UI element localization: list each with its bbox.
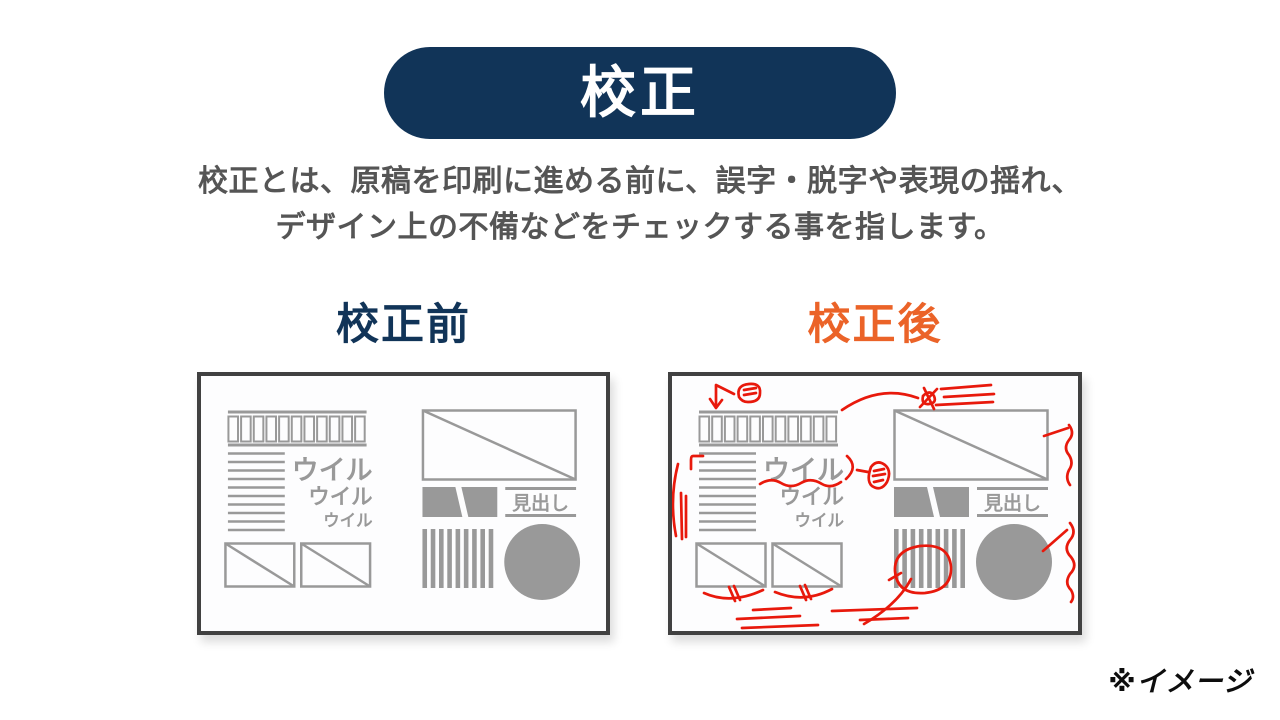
swap-hash-left — [727, 584, 742, 603]
underline-wave-mark — [758, 478, 843, 488]
description-line-2: デザイン上の不備などをチェックする事を指します。 — [275, 211, 1005, 244]
title-bar — [698, 410, 838, 447]
mock-heading-label: 見出し — [512, 491, 569, 514]
body-text-lines — [227, 452, 285, 532]
mock-body-word-medium: ウイル — [779, 485, 844, 509]
image-placeholder-large — [421, 409, 577, 481]
strike-lines-bottom-left — [735, 606, 820, 630]
filled-blocks — [894, 487, 969, 517]
before-mockup-host: ウイル ウイル ウイル 見出し — [201, 376, 606, 631]
after-panel: ウイル ウイル ウイル 見出し — [668, 372, 1082, 635]
title-text: 校正 — [580, 61, 700, 124]
after-mockup-host: ウイル ウイル ウイル 見出し — [672, 376, 1078, 631]
strike-lines-bottom-right — [830, 606, 919, 622]
title-character-boxes — [227, 415, 366, 443]
circle-placeholder — [976, 524, 1052, 600]
document-mockup: ウイル ウイル ウイル 見出し — [224, 409, 581, 600]
after-label: 校正後 — [807, 301, 943, 349]
strike-lines-top — [934, 383, 996, 407]
heading-rules — [505, 487, 577, 517]
mock-body-word-small: ウイル — [323, 512, 373, 530]
insertion-arrow-mark — [714, 383, 736, 407]
body-text-lines — [699, 452, 756, 532]
pointer-tick-upper — [1042, 426, 1070, 438]
mock-body-word-large: ウイル — [292, 455, 373, 485]
margin-squiggle-upper — [1064, 423, 1074, 487]
left-double-bar-mark — [679, 491, 688, 541]
insertion-arrowhead-mark — [708, 397, 724, 410]
circle-placeholder — [504, 524, 581, 600]
paren-note-mark — [844, 454, 855, 481]
title-badge: 校正 — [384, 47, 896, 139]
bracket-mark — [689, 454, 705, 471]
title-character-boxes — [698, 415, 838, 443]
mock-heading-label: 見出し — [984, 492, 1041, 515]
mock-body-word-small: ウイル — [795, 511, 845, 530]
heading-rules — [977, 487, 1048, 517]
proof-marks-overlay — [672, 382, 1076, 630]
connector-curve-mark — [840, 391, 920, 412]
document-mockup: ウイル ウイル ウイル 見出し — [695, 409, 1052, 600]
circle-highlight-mark — [893, 544, 953, 595]
pointer-line-to-circle — [1041, 528, 1069, 553]
description-line-1: 校正とは、原稿を印刷に進める前に、誤字・脱字や表現の揺れ、 — [198, 165, 1082, 198]
note-balloon-lines-2 — [871, 467, 887, 484]
footnote: ※イメージ — [1108, 666, 1252, 697]
swap-arc-left — [702, 588, 765, 600]
note-balloon-lines — [742, 386, 758, 397]
description-text: 校正とは、原稿を印刷に進める前に、誤字・脱字や表現の揺れ、 デザイン上の不備など… — [0, 159, 1280, 251]
vertical-bars — [422, 529, 494, 588]
before-panel: ウイル ウイル ウイル 見出し — [197, 372, 610, 635]
margin-squiggle-lower — [1065, 521, 1076, 604]
mock-body-word-medium: ウイル — [308, 485, 372, 509]
note-balloon-mark — [737, 382, 762, 404]
before-label: 校正前 — [336, 301, 471, 349]
connector-curve-bottom — [862, 577, 913, 626]
phi-delete-cross — [918, 386, 939, 411]
title-bar — [227, 410, 367, 447]
note-balloon-mark-2 — [867, 461, 891, 490]
image-placeholder-large — [893, 409, 1049, 481]
swap-hash-right — [798, 583, 813, 602]
filled-blocks — [422, 487, 498, 517]
paren-note-dash — [855, 468, 870, 474]
image-placeholder-small — [224, 542, 372, 588]
left-margin-curve — [672, 462, 680, 538]
